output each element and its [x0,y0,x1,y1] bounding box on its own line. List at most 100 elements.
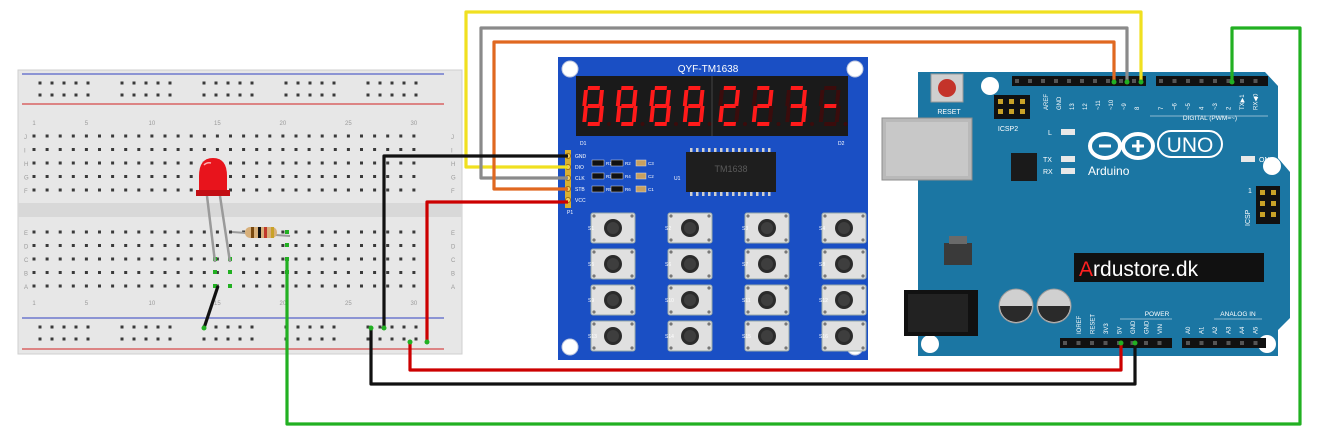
wire-endpoint [1229,79,1235,85]
module-pin-label: GND [575,154,587,160]
key-label: S15 [742,334,751,340]
keypad-button[interactable] [744,320,790,352]
keypad-button[interactable] [821,284,867,316]
wire-endpoint [201,325,207,331]
module-title: QYF-TM1638 [678,64,739,75]
column-number: 25 [345,301,352,307]
module-pin-label: VCC [575,198,586,204]
power-pin-label: GND [1131,320,1137,334]
wire-red-5v[interactable] [408,342,1123,372]
capacitors [998,288,1072,324]
key-label: S8 [819,262,825,268]
red-led[interactable] [196,158,232,263]
row-letter: I [451,149,453,155]
key-label: S13 [588,334,597,340]
keypad-button[interactable] [821,212,867,244]
column-number: 10 [149,121,156,127]
digital-headers[interactable] [1012,76,1268,86]
display-ref-d2: D2 [838,141,845,147]
icsp-header[interactable] [1256,186,1280,224]
keypad-button[interactable] [744,212,790,244]
keypad-button[interactable] [821,320,867,352]
wire-green-pin2[interactable] [285,26,1302,426]
resistor[interactable] [231,227,291,238]
wire-red-vcc-module[interactable] [425,200,568,342]
row-letter: A [24,285,28,291]
keypad-button[interactable] [821,248,867,280]
keypad-button[interactable] [590,320,636,352]
keypad-button[interactable] [744,248,790,280]
module-pin-label: CLK [575,176,585,182]
resistor-ref: R1 [606,161,612,166]
power-label: POWER [1145,311,1170,318]
reset-label: RESET [937,109,961,116]
wire-black-gnd-arduino[interactable] [369,328,1137,386]
key-label: S16 [819,334,828,340]
wire-endpoint [368,325,374,331]
wires [201,10,1302,426]
keypad-button[interactable] [590,248,636,280]
led-label-tx: TX [1043,157,1052,164]
key-label: S9 [588,298,594,304]
row-letter: F [24,189,28,195]
wire-black-gnd-module[interactable] [382,154,568,328]
module-pin-label: DIO [575,165,584,171]
wire-gray-clk[interactable] [479,26,1129,180]
display-digit [582,86,611,126]
digital-pin-label: TX▶1 [1240,94,1246,110]
row-letter: J [451,135,454,141]
keypad-button[interactable] [590,284,636,316]
wire-yellow-dio[interactable] [464,10,1143,169]
display-digit [718,86,747,126]
digital-pin-label: ~6 [1173,102,1179,110]
display-digits [582,86,848,126]
keypad-button[interactable] [667,320,713,352]
digital-pin-label: 4 [1200,106,1206,110]
bottom-power-rail [38,325,418,341]
keypad-button[interactable] [667,284,713,316]
keypad-button[interactable] [667,212,713,244]
keypad-button[interactable] [667,248,713,280]
icsp2-label: ICSP2 [998,126,1018,133]
analog-pin-label: A4 [1240,326,1246,334]
wire-endpoint [1111,79,1117,85]
column-number: 15 [214,121,221,127]
brand-label: Arduino [1088,164,1130,178]
display-ref-d1: D1 [580,141,587,147]
terminal-strip-top [32,134,416,192]
svg-text:Ardustore.dk: Ardustore.dk [1079,258,1199,281]
row-letter: F [451,189,455,195]
resistor-ref: R4 [625,174,631,179]
key-label: S11 [742,298,751,304]
power-analog-headers[interactable] [1060,338,1266,348]
digital-pin-label: 12 [1083,103,1089,110]
resistor-ref: R2 [625,161,631,166]
icsp2-header[interactable] [994,95,1030,119]
key-label: S10 [665,298,674,304]
chip-ref: U1 [674,176,681,182]
row-letter: E [24,231,28,237]
arduino-pcb [918,72,1290,356]
column-number: 5 [85,301,89,307]
column-number: 20 [280,121,287,127]
wire-black-led-gnd[interactable] [202,285,220,329]
keypad-button[interactable] [590,212,636,244]
keypad-button[interactable] [744,284,790,316]
row-letter: D [24,245,29,251]
key-label: S3 [742,226,748,232]
watermark-text: rdustore.dk [1093,258,1199,281]
column-number: 20 [280,301,287,307]
column-number: 15 [214,301,221,307]
digital-label: DIGITAL (PWM=~) [1183,115,1237,122]
digital-pin-label: 8 [1135,106,1141,110]
row-letter: G [24,176,29,182]
ardustore-watermark: Ardustore.dk [1074,253,1264,282]
wire-orange-stb[interactable] [492,40,1116,191]
